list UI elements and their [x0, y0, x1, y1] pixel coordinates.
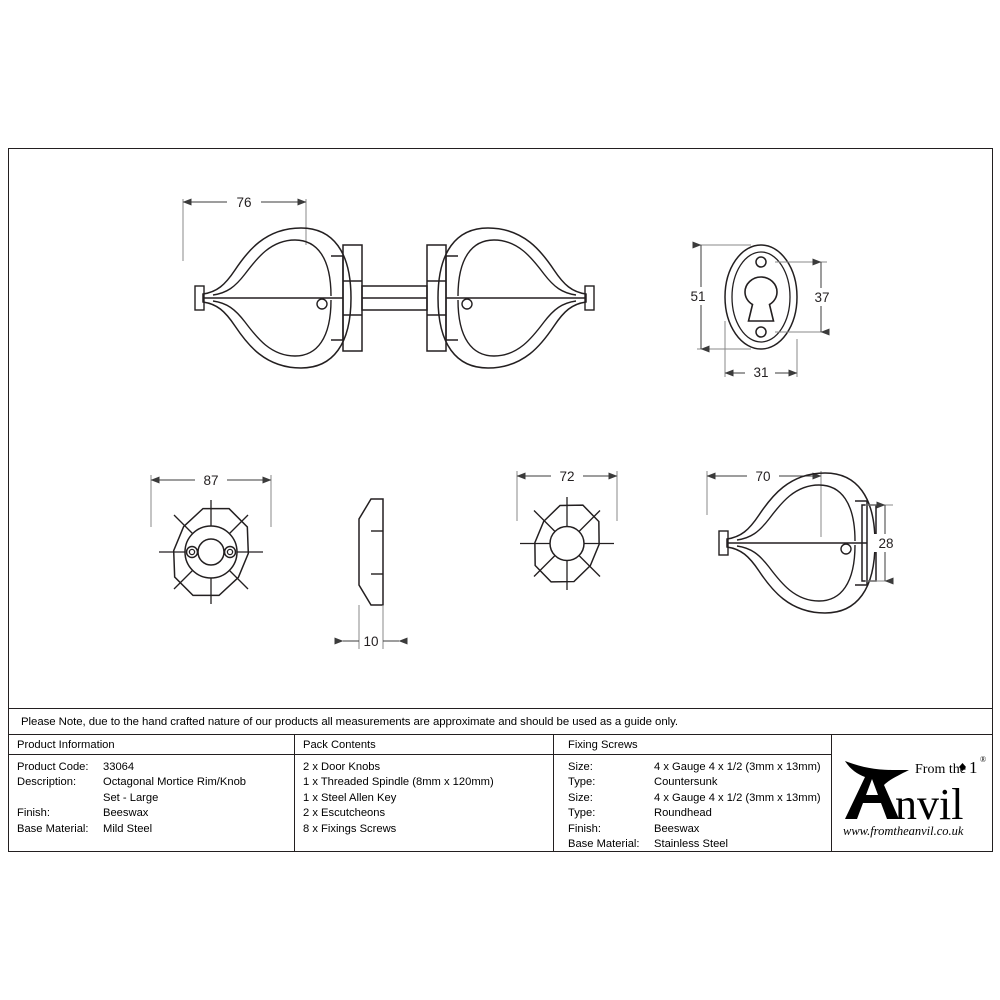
table-row: Description: Octagonal Mortice Rim/Knob: [17, 775, 294, 790]
knob-octagon-outline: [534, 504, 600, 583]
dim-label-37: 37: [814, 290, 829, 305]
list-item: 8 x Fixings Screws: [303, 822, 397, 835]
assembly-knob-right: [437, 227, 595, 369]
column-pack-contents: Pack Contents 2 x Door Knobs 1 x Threade…: [295, 735, 554, 851]
field-value: Beeswax: [654, 822, 700, 835]
list-item: 1 x Threaded Spindle (8mm x 120mm): [303, 776, 494, 789]
field-key: Product Code:: [17, 761, 89, 773]
field-value: 4 x Gauge 4 x 1/2 (3mm x 13mm): [654, 791, 821, 804]
assembly-spindle: [361, 285, 428, 311]
escutcheon-view: 51 37 31: [685, 241, 835, 381]
dim-label-51: 51: [690, 289, 705, 304]
field-value: Mild Steel: [103, 822, 153, 835]
disclaimer-row: Please Note, due to the hand crafted nat…: [9, 708, 992, 735]
logo-brand-text: nvil: [895, 780, 963, 829]
dim-escutcheon-keyhole-height: 37: [775, 258, 835, 336]
pack-contents-header: Pack Contents: [295, 735, 553, 755]
field-key: [17, 791, 103, 806]
field-value: Set - Large: [103, 791, 159, 804]
rose-face-view: 87: [150, 471, 272, 604]
dim-rose-thickness: 10: [334, 605, 408, 649]
table-row: Base Material: Stainless Steel: [568, 837, 831, 852]
field-key: Type:: [568, 807, 596, 820]
field-key: Finish:: [17, 807, 50, 820]
table-row: Type: Roundhead: [568, 806, 831, 821]
assembly-view: 76: [182, 193, 595, 369]
dim-label-76: 76: [236, 195, 251, 210]
field-value: Roundhead: [654, 807, 712, 820]
rose-profile-view: 10: [334, 498, 408, 649]
field-key: Finish:: [568, 822, 601, 835]
table-row: Set - Large: [17, 791, 294, 806]
table-row: Product Code: 33064: [17, 760, 294, 775]
knob-side-profile: [718, 472, 877, 614]
table-row: Type: Countersunk: [568, 775, 831, 790]
logo-from-the-text: From the: [915, 762, 966, 777]
dim-label-87: 87: [203, 473, 218, 488]
column-fixing-screws: Fixing Screws Size: 4 x Gauge 4 x 1/2 (3…: [554, 735, 832, 851]
dim-assembly-width: 76: [182, 193, 307, 261]
table-row: Size: 4 x Gauge 4 x 1/2 (3mm x 13mm): [568, 760, 831, 775]
rose-profile-outline: [358, 498, 384, 606]
field-key: Size:: [568, 761, 593, 773]
dim-escutcheon-width: 31: [724, 321, 798, 381]
field-value: Stainless Steel: [654, 838, 729, 851]
table-row: Base Material: Mild Steel: [17, 822, 294, 837]
assembly-knob-left: [194, 227, 352, 369]
field-key: Base Material:: [568, 838, 640, 851]
field-key: Description:: [17, 776, 77, 789]
knob-face-view: 72: [516, 467, 618, 590]
column-logo: nvil From the 1 ® www.fromtheanvil.co.uk: [832, 735, 992, 851]
brand-logo: nvil From the 1 ® www.fromtheanvil.co.uk: [832, 735, 992, 851]
drawing-sheet: 76: [8, 148, 993, 852]
from-the-anvil-logo-icon: nvil From the 1 ® www.fromtheanvil.co.uk: [843, 755, 986, 838]
table-row: Finish: Beeswax: [568, 822, 831, 837]
logo-diamond-icon: [959, 763, 966, 771]
list-item: 1 x Steel Allen Key: [303, 791, 397, 804]
list-item: 2 x Door Knobs: [303, 761, 381, 773]
table-row: Finish: Beeswax: [17, 806, 294, 821]
field-key: Base Material:: [17, 822, 89, 835]
pack-contents-body: 2 x Door Knobs 1 x Threaded Spindle (8mm…: [295, 755, 553, 837]
technical-drawing-svg: 76: [150, 193, 899, 649]
field-value: 33064: [103, 761, 135, 773]
field-value: Octagonal Mortice Rim/Knob: [103, 776, 247, 789]
disclaimer-text: Please Note, due to the hand crafted nat…: [21, 715, 678, 728]
logo-url-text: www.fromtheanvil.co.uk: [843, 824, 964, 838]
logo-mark-one: 1: [969, 758, 978, 777]
logo-registered-mark: ®: [980, 755, 986, 764]
dim-knob-projection: 28: [865, 501, 899, 585]
list-item: 2 x Escutcheons: [303, 807, 386, 820]
fixing-screws-header: Fixing Screws: [554, 735, 831, 755]
dim-label-31: 31: [753, 365, 768, 380]
dim-escutcheon-height: 51: [685, 241, 751, 353]
dim-knob-face-width: 72: [516, 467, 618, 521]
drawing-area: 76: [9, 149, 992, 709]
fixing-screws-body: Size: 4 x Gauge 4 x 1/2 (3mm x 13mm) Typ…: [554, 755, 831, 852]
dim-label-70: 70: [755, 469, 770, 484]
field-value: 4 x Gauge 4 x 1/2 (3mm x 13mm): [654, 761, 821, 773]
dim-rose-width: 87: [150, 471, 272, 527]
rose-octagon-outline: [172, 507, 250, 597]
dim-label-28: 28: [878, 536, 893, 551]
field-key: Size:: [568, 791, 593, 804]
product-information-body: Product Code: 33064 Description: Octagon…: [9, 755, 294, 837]
product-information-header: Product Information: [9, 735, 294, 755]
knob-side-view: 70 28: [706, 467, 899, 614]
information-table: Please Note, due to the hand crafted nat…: [9, 708, 992, 851]
column-product-information: Product Information Product Code: 33064 …: [9, 735, 295, 851]
dim-label-10: 10: [363, 634, 378, 649]
dim-label-72: 72: [559, 469, 574, 484]
field-key: Type:: [568, 776, 596, 789]
keyhole-shape: [744, 276, 778, 322]
field-value: Countersunk: [654, 776, 718, 789]
dim-knob-side-width: 70: [706, 467, 822, 537]
table-row: Size: 4 x Gauge 4 x 1/2 (3mm x 13mm): [568, 791, 831, 806]
field-value: Beeswax: [103, 807, 149, 820]
table-columns: Product Information Product Code: 33064 …: [9, 735, 992, 851]
